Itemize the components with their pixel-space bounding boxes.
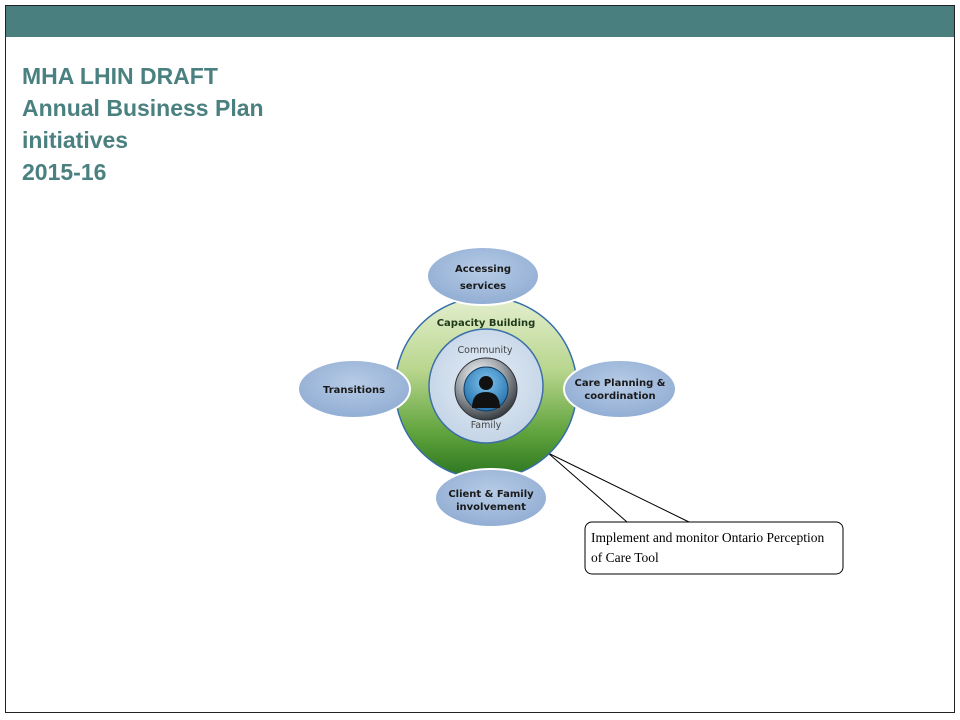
node-client-family-involvement: Client & Family involvement (434, 468, 548, 528)
node-left-line-1: Transitions (323, 385, 385, 396)
node-transitions: Transitions (297, 359, 411, 419)
person-icon (454, 357, 518, 421)
title-line-4: 2015-16 (22, 159, 107, 185)
title-line-2: Annual Business Plan (22, 95, 264, 121)
inner-label-family: Family (471, 420, 502, 431)
page-title: MHA LHIN DRAFT Annual Business Plan init… (22, 60, 264, 188)
ring-label: Capacity Building (437, 318, 536, 329)
slide: MHA LHIN DRAFT Annual Business Plan init… (5, 5, 955, 713)
node-accessing-services: Accessing services (426, 246, 540, 306)
title-line-1: MHA LHIN DRAFT (22, 63, 218, 89)
node-right-line-1: Care Planning & (575, 378, 666, 389)
node-top-line-1: Accessing (455, 264, 511, 275)
title-line-3: initiatives (22, 127, 129, 153)
callout-pointer (547, 452, 690, 523)
callout-text: Implement and monitor Ontario Perception… (591, 530, 825, 565)
inner-label-community: Community (458, 345, 513, 356)
callout-box (584, 521, 844, 575)
node-care-planning: Care Planning & coordination (563, 359, 677, 419)
header-bar (6, 6, 954, 37)
node-right-line-2: coordination (584, 391, 655, 402)
node-bottom-line-2: involvement (456, 502, 526, 513)
node-bottom-line-1: Client & Family (448, 489, 534, 500)
node-top-line-2: services (460, 281, 506, 292)
